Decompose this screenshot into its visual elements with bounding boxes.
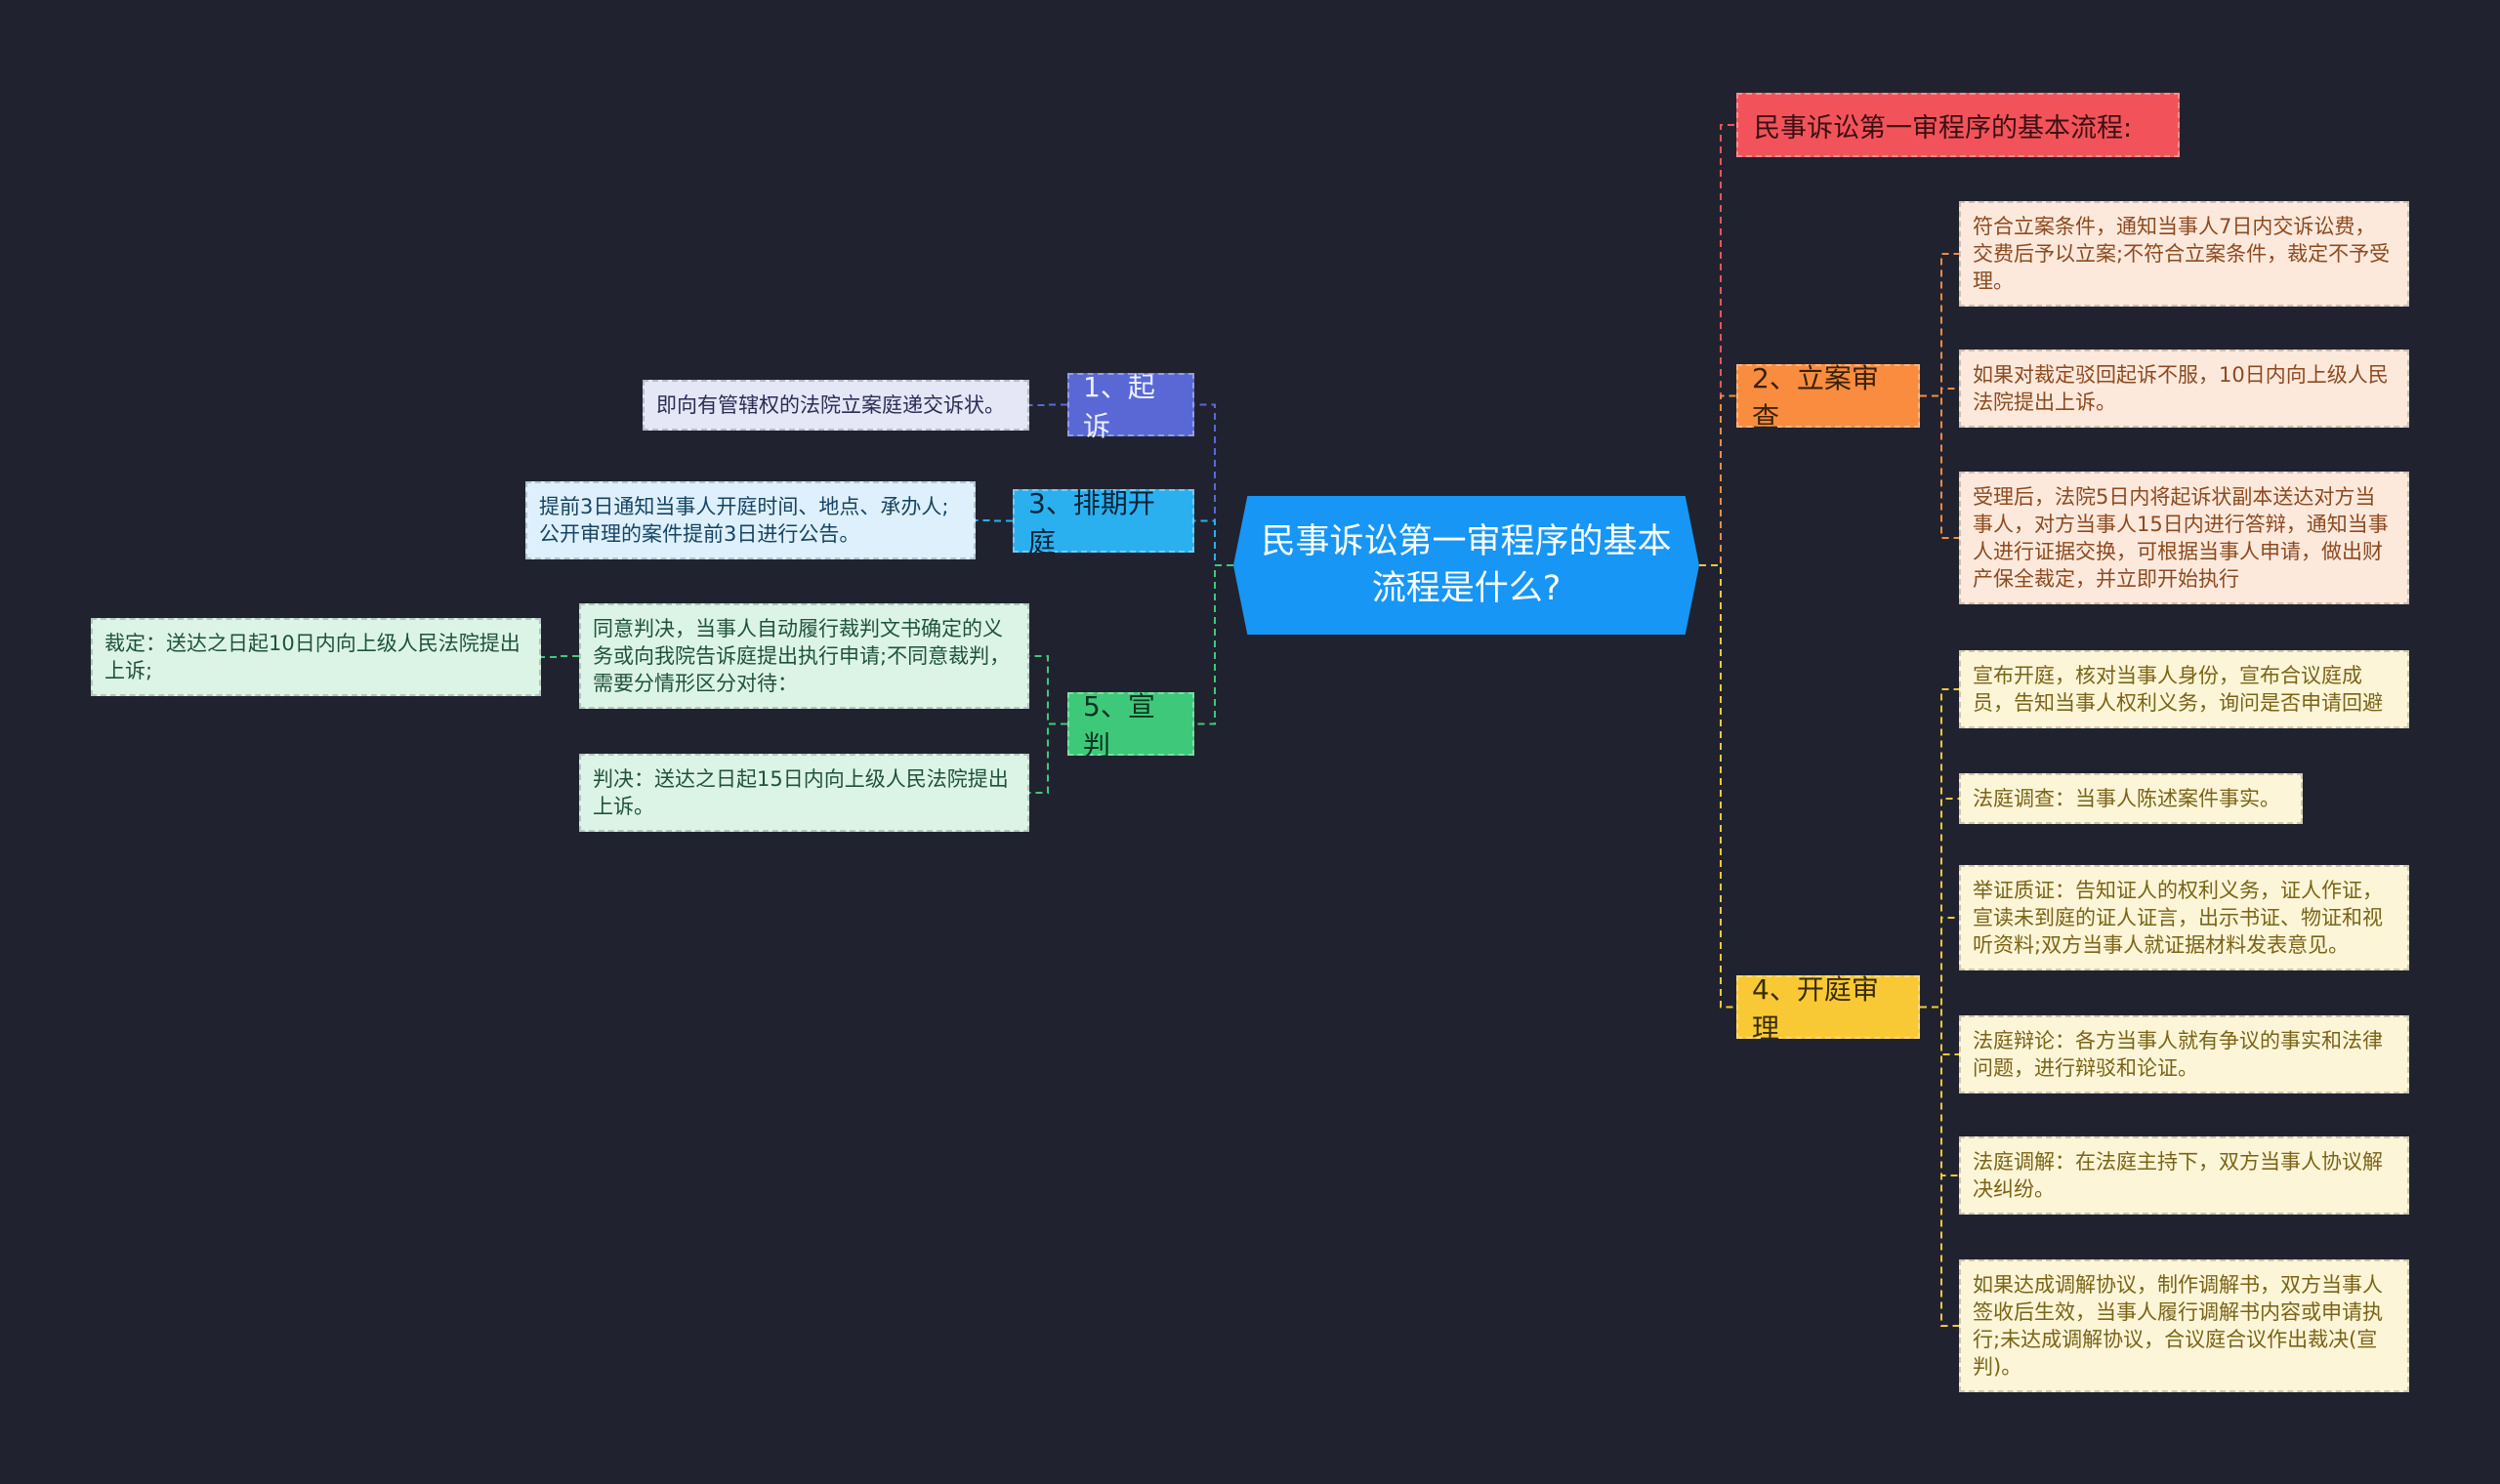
connector-center-filing xyxy=(1699,394,1736,566)
connector-hearing-leaf-3 xyxy=(1920,1006,1959,1055)
connector-prosecution-leaf xyxy=(1029,403,1067,406)
leaf-text: 法庭调查：当事人陈述案件事实。 xyxy=(1973,787,2280,810)
branch-prosecution-label: 1、起诉 xyxy=(1083,370,1155,442)
connector-filing-leaf-2 xyxy=(1920,394,1959,539)
connector-schedule-leaf xyxy=(976,519,1013,522)
branch-judgment-label: 5、宣判 xyxy=(1083,689,1155,762)
branch-court-hearing-label: 4、开庭审理 xyxy=(1752,972,1879,1045)
leaf-notify-parties[interactable]: 提前3日通知当事人开庭时间、地点、承办人;公开审理的案件提前3日进行公告。 xyxy=(525,481,976,559)
leaf-after-acceptance[interactable]: 受理后，法院5日内将起诉状副本送达对方当事人，对方当事人15日内进行答辩，通知当… xyxy=(1959,472,2409,604)
branch-court-hearing[interactable]: 4、开庭审理 xyxy=(1736,973,1920,1045)
connector-hearing-leaf-4 xyxy=(1920,1006,1959,1176)
leaf-ruling-appeal[interactable]: 裁定：送达之日起10日内向上级人民法院提出上诉; xyxy=(91,618,541,696)
connector-hearing-leaf-2 xyxy=(1920,917,1959,1009)
branch-header-label: 民事诉讼第一审程序的基本流程: xyxy=(1754,112,2133,144)
connector-center-header xyxy=(1699,124,1736,566)
leaf-evidence-crossexam[interactable]: 举证质证：告知证人的权利义务，证人作证，宣读未到庭的证人证言，出示书证、物证和视… xyxy=(1959,865,2409,970)
branch-filing-review[interactable]: 2、立案审查 xyxy=(1736,362,1920,433)
leaf-appeal-rejection[interactable]: 如果对裁定驳回起诉不服，10日内向上级人民法院提出上诉。 xyxy=(1959,350,2409,428)
branch-basic-process-header[interactable]: 民事诉讼第一审程序的基本流程: xyxy=(1736,93,2180,157)
branch-schedule-hearing-label: 3、排期开庭 xyxy=(1028,486,1155,558)
leaf-text: 宣布开庭，核对当事人身份，宣布合议庭成员，告知当事人权利义务，询问是否申请回避 xyxy=(1973,664,2383,715)
leaf-court-mediation[interactable]: 法庭调解：在法庭主持下，双方当事人协议解决纠纷。 xyxy=(1959,1136,2409,1215)
branch-schedule-hearing[interactable]: 3、排期开庭 xyxy=(1013,487,1194,558)
leaf-file-complaint[interactable]: 即向有管辖权的法院立案庭递交诉状。 xyxy=(643,380,1029,431)
connector-center-judgment xyxy=(1194,564,1233,725)
leaf-open-court[interactable]: 宣布开庭，核对当事人身份，宣布合议庭成员，告知当事人权利义务，询问是否申请回避 xyxy=(1959,650,2409,728)
leaf-text: 裁定：送达之日起10日内向上级人民法院提出上诉; xyxy=(104,632,521,682)
leaf-text: 同意判决，当事人自动履行裁判文书确定的义务或向我院告诉庭提出执行申请;不同意裁判… xyxy=(593,617,1011,695)
leaf-text: 法庭辩论：各方当事人就有争议的事实和法律问题，进行辩驳和论证。 xyxy=(1973,1029,2383,1080)
leaf-text: 如果达成调解协议，制作调解书，双方当事人签收后生效，当事人履行调解书内容或申请执… xyxy=(1973,1273,2383,1379)
connector-agree-ruling xyxy=(541,655,579,658)
connector-center-hearing xyxy=(1699,564,1736,1009)
leaf-text: 即向有管辖权的法院立案庭递交诉状。 xyxy=(656,393,1005,417)
connector-filing-leaf-1 xyxy=(1920,388,1959,397)
connector-judgment-agree xyxy=(1029,655,1067,725)
branch-filing-review-label: 2、立案审查 xyxy=(1752,361,1879,433)
connector-center-prosecution xyxy=(1194,403,1233,566)
leaf-text: 受理后，法院5日内将起诉状副本送达对方当事人，对方当事人15日内进行答辩，通知当… xyxy=(1973,485,2389,591)
center-topic-label: 民事诉讼第一审程序的基本流程是什么? xyxy=(1261,522,1672,608)
leaf-court-investigation[interactable]: 法庭调查：当事人陈述案件事实。 xyxy=(1959,773,2303,824)
connector-filing-leaf-0 xyxy=(1920,253,1959,397)
leaf-court-debate[interactable]: 法庭辩论：各方当事人就有争议的事实和法律问题，进行辩驳和论证。 xyxy=(1959,1015,2409,1093)
leaf-text: 如果对裁定驳回起诉不服，10日内向上级人民法院提出上诉。 xyxy=(1973,363,2389,414)
leaf-text: 举证质证：告知证人的权利义务，证人作证，宣读未到庭的证人证言，出示书证、物证和视… xyxy=(1973,879,2383,957)
connector-hearing-leaf-1 xyxy=(1920,798,1959,1009)
leaf-filing-conditions[interactable]: 符合立案条件，通知当事人7日内交诉讼费，交费后予以立案;不符合立案条件，裁定不予… xyxy=(1959,201,2409,307)
branch-prosecution[interactable]: 1、起诉 xyxy=(1067,371,1194,442)
connector-hearing-leaf-0 xyxy=(1920,688,1959,1009)
connector-judgment-judgment xyxy=(1029,722,1067,794)
leaf-text: 判决：送达之日起15日内向上级人民法院提出上诉。 xyxy=(593,767,1009,818)
leaf-judgment-appeal[interactable]: 判决：送达之日起15日内向上级人民法院提出上诉。 xyxy=(579,754,1029,832)
center-topic[interactable]: 民事诉讼第一审程序的基本流程是什么? xyxy=(1233,496,1699,635)
branch-judgment[interactable]: 5、宣判 xyxy=(1067,690,1194,762)
leaf-text: 法庭调解：在法庭主持下，双方当事人协议解决纠纷。 xyxy=(1973,1150,2383,1201)
connector-center-schedule xyxy=(1194,519,1233,566)
leaf-text: 提前3日通知当事人开庭时间、地点、承办人;公开审理的案件提前3日进行公告。 xyxy=(539,495,949,546)
connector-hearing-leaf-5 xyxy=(1920,1006,1959,1327)
leaf-mediation-agreement[interactable]: 如果达成调解协议，制作调解书，双方当事人签收后生效，当事人履行调解书内容或申请执… xyxy=(1959,1259,2409,1392)
leaf-agree-judgment[interactable]: 同意判决，当事人自动履行裁判文书确定的义务或向我院告诉庭提出执行申请;不同意裁判… xyxy=(579,603,1029,709)
leaf-text: 符合立案条件，通知当事人7日内交诉讼费，交费后予以立案;不符合立案条件，裁定不予… xyxy=(1973,215,2391,293)
